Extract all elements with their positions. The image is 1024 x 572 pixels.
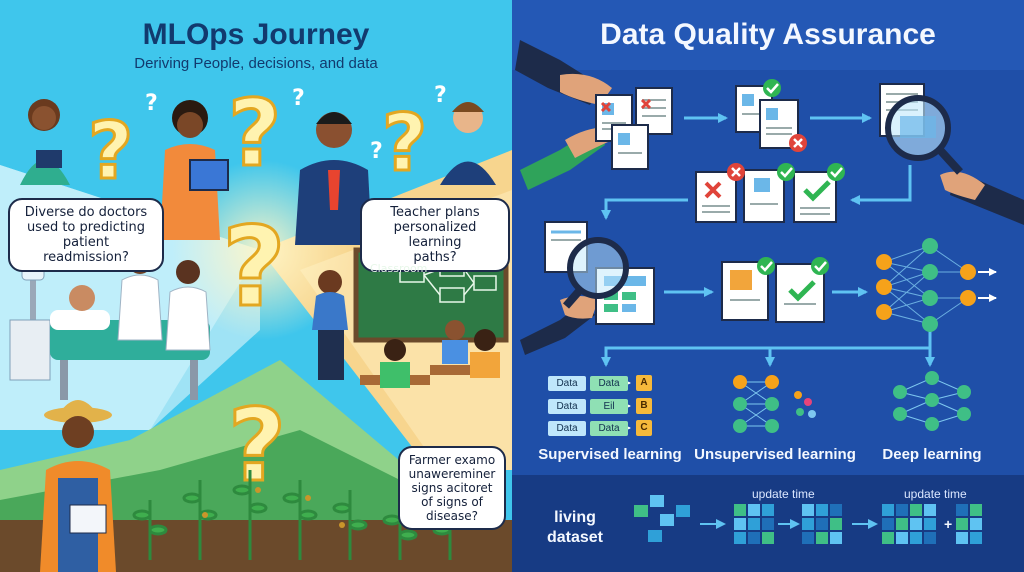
dataset-cell bbox=[896, 518, 908, 530]
dataset-cell bbox=[910, 532, 922, 544]
dataset-cell bbox=[882, 518, 894, 530]
dataset-cell bbox=[748, 504, 760, 516]
dataset-cell bbox=[956, 532, 968, 544]
svg-text:?: ? bbox=[145, 91, 158, 116]
dataset-cell bbox=[816, 504, 828, 516]
dataset-cell bbox=[816, 518, 828, 530]
person-nurse bbox=[20, 99, 70, 185]
right-title: Data Quality Assurance bbox=[600, 18, 936, 51]
chip-data: Data bbox=[590, 421, 628, 436]
label-supervised-learning: Supervised learning bbox=[538, 446, 682, 463]
dataset-cell bbox=[802, 532, 814, 544]
dataset-cell bbox=[816, 532, 828, 544]
chip-data: Eil bbox=[590, 399, 628, 414]
chalkboard-label: Classroom bbox=[370, 262, 428, 275]
person-man-right bbox=[440, 102, 496, 185]
dataset-cell bbox=[802, 504, 814, 516]
chip-data: Data bbox=[548, 399, 586, 414]
dataset-cell bbox=[734, 518, 746, 530]
dataset-cell bbox=[970, 532, 982, 544]
dataset-cell bbox=[924, 518, 936, 530]
check-and-cross-icons bbox=[600, 79, 845, 302]
dataset-cell bbox=[910, 518, 922, 530]
label-a: A bbox=[636, 375, 652, 391]
svg-text:?: ? bbox=[382, 99, 427, 189]
farmer-figure bbox=[40, 400, 116, 572]
dataset-cell bbox=[896, 504, 908, 516]
svg-text:?: ? bbox=[370, 139, 383, 164]
person-woman-tablet bbox=[160, 100, 229, 240]
dataset-cell bbox=[956, 504, 968, 516]
dataset-cell bbox=[956, 518, 968, 530]
dataset-cell bbox=[748, 518, 760, 530]
update-time-label-2: update time bbox=[904, 487, 967, 501]
dataset-cell bbox=[970, 518, 982, 530]
dataset-cell bbox=[762, 504, 774, 516]
magnifier-icons bbox=[562, 95, 963, 309]
hand-holding-magnifier-icon bbox=[520, 170, 1024, 355]
diseased-leaf-spots bbox=[202, 487, 345, 528]
left-title: MLOps Journey bbox=[142, 18, 370, 51]
living-dataset-grids bbox=[634, 495, 982, 544]
unsupervised-network-icon bbox=[733, 375, 816, 433]
svg-text:?: ? bbox=[228, 387, 286, 504]
svg-text:?: ? bbox=[222, 203, 286, 331]
plus-sign: + bbox=[944, 516, 953, 532]
label-deep-learning: Deep learning bbox=[882, 446, 982, 463]
dataset-cell bbox=[734, 532, 746, 544]
dataset-cell bbox=[734, 504, 746, 516]
living-dataset-label: living dataset bbox=[540, 508, 610, 548]
dataset-label-line: dataset bbox=[546, 529, 604, 546]
left-subtitle: Deriving People, decisions, and data bbox=[134, 55, 378, 72]
dataset-cell bbox=[762, 518, 774, 530]
dataset-cell bbox=[910, 504, 922, 516]
update-time-label-1: update time bbox=[752, 487, 815, 501]
svg-text:?: ? bbox=[434, 83, 447, 108]
flow-arrows bbox=[601, 113, 935, 367]
dataset-cell bbox=[762, 532, 774, 544]
neural-network-icon bbox=[876, 238, 997, 332]
question-mark-icons: ? ? ? ? ? bbox=[87, 79, 429, 506]
chip-data: Data bbox=[548, 376, 586, 391]
label-b: B bbox=[636, 398, 652, 414]
svg-text:?: ? bbox=[292, 86, 305, 111]
label-unsupervised-learning: Unsupervised learning bbox=[694, 446, 856, 463]
crop-plants bbox=[132, 470, 452, 560]
living-label-line: living bbox=[554, 509, 596, 526]
dataset-cell bbox=[830, 532, 842, 544]
teacher-figure bbox=[312, 270, 348, 380]
dataset-cell bbox=[924, 532, 936, 544]
dataset-cell bbox=[802, 518, 814, 530]
dataset-cell bbox=[924, 504, 936, 516]
deep-network-icon bbox=[893, 371, 971, 431]
person-man-suit bbox=[295, 112, 372, 245]
student-figures bbox=[360, 320, 500, 388]
dataset-cell bbox=[882, 504, 894, 516]
dataset-cell bbox=[830, 504, 842, 516]
label-c: C bbox=[636, 420, 652, 436]
dataset-cell bbox=[896, 532, 908, 544]
svg-text:?: ? bbox=[88, 107, 133, 197]
dataset-cell bbox=[748, 532, 760, 544]
chip-data: Data bbox=[548, 421, 586, 436]
chip-data: Data bbox=[590, 376, 628, 391]
dataset-cell bbox=[970, 504, 982, 516]
dataset-cell bbox=[830, 518, 842, 530]
svg-text:?: ? bbox=[228, 80, 281, 187]
dataset-cell bbox=[882, 532, 894, 544]
